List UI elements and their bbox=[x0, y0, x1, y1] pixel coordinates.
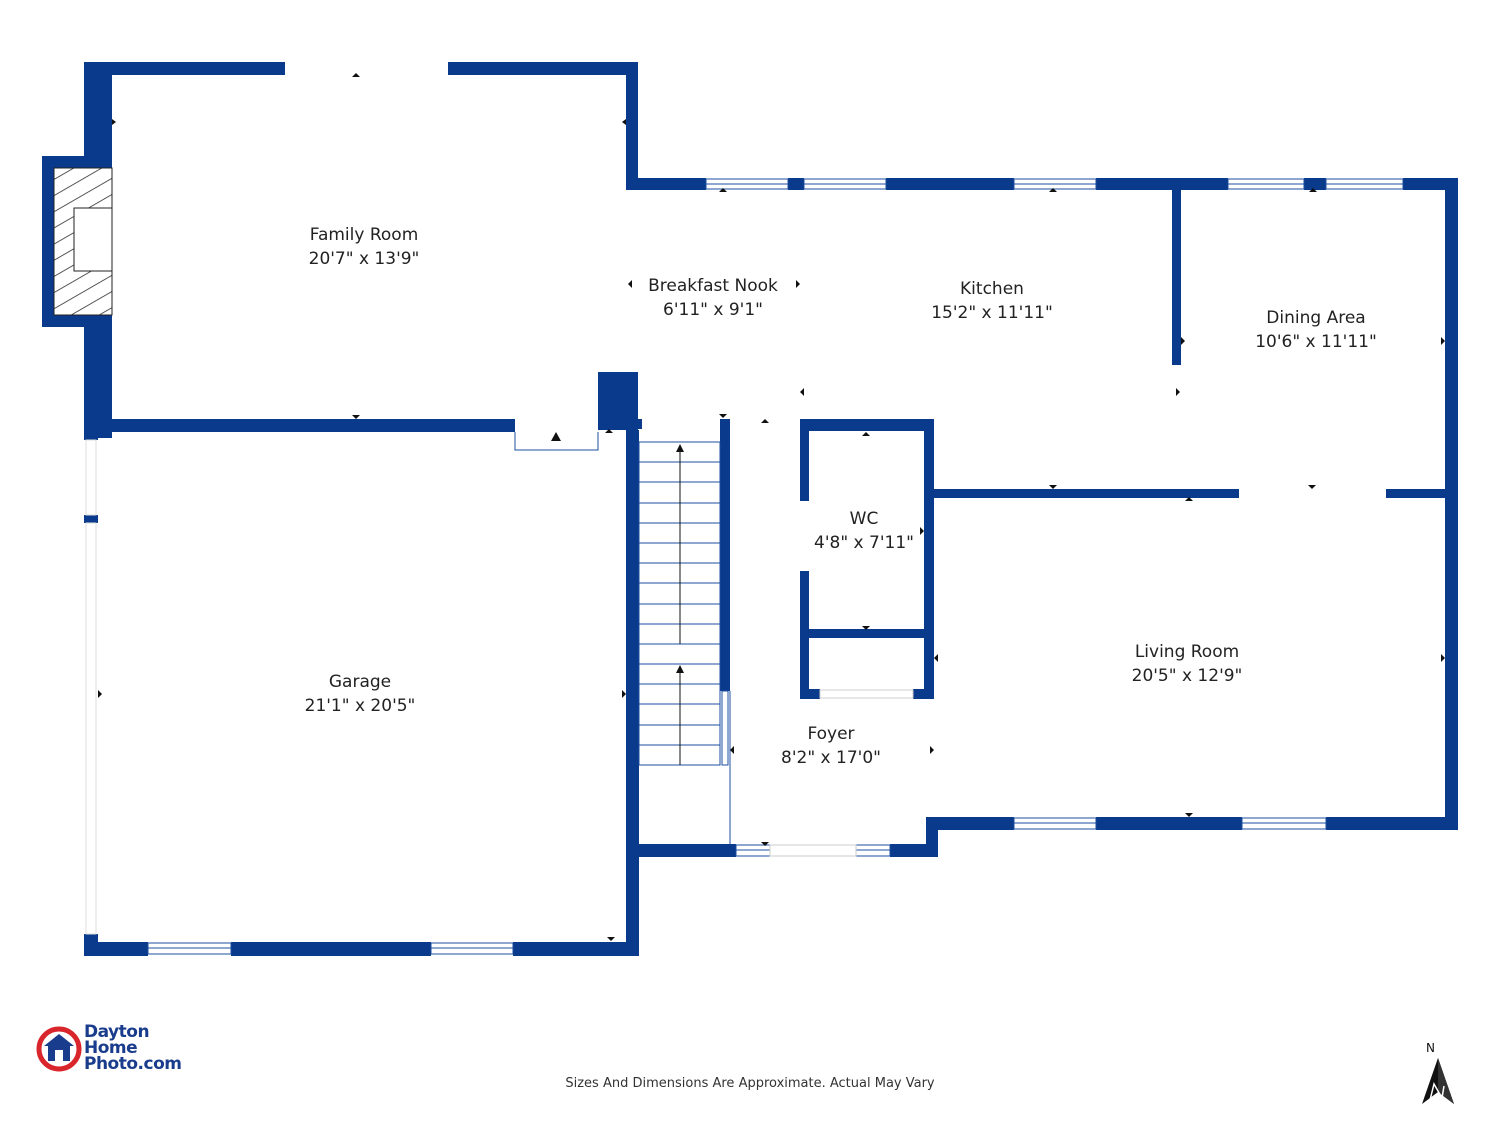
disclaimer-text: Sizes And Dimensions Are Approximate. Ac… bbox=[565, 1076, 935, 1091]
logo-line-2: Home bbox=[84, 1038, 138, 1058]
room-name: Garage bbox=[328, 672, 392, 692]
room-dimensions: 20'7" x 13'9" bbox=[308, 249, 420, 269]
room-dimensions: 8'2" x 17'0" bbox=[781, 748, 881, 768]
room-name: Kitchen bbox=[960, 279, 1024, 299]
logo-line-3: Photo.com bbox=[84, 1054, 182, 1074]
logo-line-1: Dayton bbox=[84, 1022, 150, 1042]
walls bbox=[42, 62, 1458, 956]
thin-lines bbox=[514, 432, 731, 844]
room-garage: Garage 21'1" x 20'5" bbox=[305, 670, 416, 718]
room-living-room: Living Room 20'5" x 12'9" bbox=[1132, 640, 1243, 688]
room-kitchen: Kitchen 15'2" x 11'11" bbox=[931, 277, 1053, 325]
arrow-markers bbox=[98, 73, 1445, 941]
room-dimensions: 21'1" x 20'5" bbox=[304, 696, 416, 716]
room-name: Breakfast Nook bbox=[648, 276, 778, 296]
room-foyer: Foyer 8'2" x 17'0" bbox=[781, 722, 881, 770]
staircase bbox=[638, 441, 721, 766]
room-name: WC bbox=[849, 509, 879, 529]
north-label: N bbox=[1426, 1041, 1435, 1055]
room-dimensions: 10'6" x 11'11" bbox=[1255, 332, 1377, 352]
room-name: Family Room bbox=[309, 225, 419, 245]
north-arrow-icon bbox=[1422, 1058, 1454, 1104]
room-wc: WC 4'8" x 7'11" bbox=[814, 507, 914, 555]
room-name: Dining Area bbox=[1266, 308, 1366, 328]
room-dimensions: 15'2" x 11'11" bbox=[931, 303, 1053, 323]
room-name: Foyer bbox=[807, 724, 855, 744]
room-dimensions: 4'8" x 7'11" bbox=[814, 533, 914, 553]
room-dining-area: Dining Area 10'6" x 11'11" bbox=[1255, 306, 1377, 354]
room-family-room: Family Room 20'7" x 13'9" bbox=[309, 223, 420, 271]
house-logo-icon bbox=[36, 1026, 82, 1072]
windows bbox=[85, 178, 1404, 955]
room-dimensions: 20'5" x 12'9" bbox=[1131, 666, 1243, 686]
room-name: Living Room bbox=[1134, 642, 1240, 662]
room-breakfast-nook: Breakfast Nook 6'11" x 9'1" bbox=[648, 274, 778, 322]
company-logo: Dayton Home Photo.com bbox=[36, 1024, 196, 1076]
room-dimensions: 6'11" x 9'1" bbox=[663, 300, 763, 320]
